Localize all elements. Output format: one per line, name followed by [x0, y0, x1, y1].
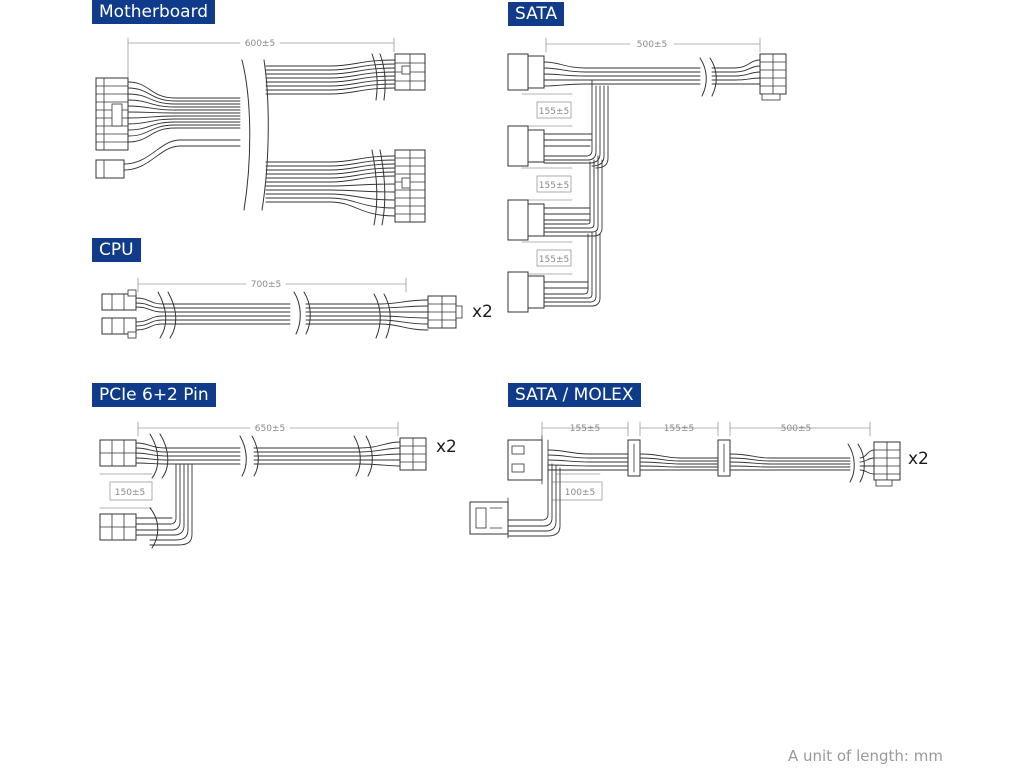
cpu-head-top [101, 293, 137, 311]
sata-length: 500±5 [637, 40, 667, 50]
atx-pins [95, 77, 129, 151]
sata-molex-label: SATA / MOLEX [508, 383, 641, 407]
pcie-multiplier: x2 [436, 437, 457, 457]
cpu-length: 700±5 [251, 280, 281, 290]
motherboard-label: Motherboard [92, 0, 216, 24]
aux-4pin-connector [95, 159, 125, 179]
cpu-multiplier: x2 [472, 302, 493, 322]
sm-molex-length: 100±5 [565, 488, 595, 498]
sata-molex-cable: 155±5 155±5 500±5 100±5 [469, 421, 901, 539]
pcie-length: 650±5 [255, 424, 285, 434]
sata-molex-multiplier: x2 [908, 449, 929, 469]
sata-label: SATA [508, 2, 565, 26]
sata-gap-2: 155±5 [539, 181, 569, 191]
sata-cable: 500±5 155±5 155±5 155±5 [507, 37, 787, 313]
sata-gap-3: 155±5 [539, 255, 569, 265]
pcie-cable: 650±5 150±5 [99, 421, 427, 549]
sm-gap-1: 155±5 [570, 424, 600, 434]
cpu-cable: 700±5 [101, 277, 463, 339]
sm-gap-2: 155±5 [664, 424, 694, 434]
sata-heads [507, 53, 545, 313]
sata-gap-1: 155±5 [539, 107, 569, 117]
motherboard-length: 600±5 [245, 39, 275, 49]
unit-footnote: A unit of length: mm [788, 747, 943, 765]
pcie-label: PCIe 6+2 Pin [92, 383, 216, 407]
cpu-label: CPU [92, 238, 141, 262]
pcie-branch-length: 150±5 [115, 488, 145, 498]
motherboard-cable: 600±5 [95, 37, 426, 226]
sm-length: 500±5 [781, 424, 811, 434]
